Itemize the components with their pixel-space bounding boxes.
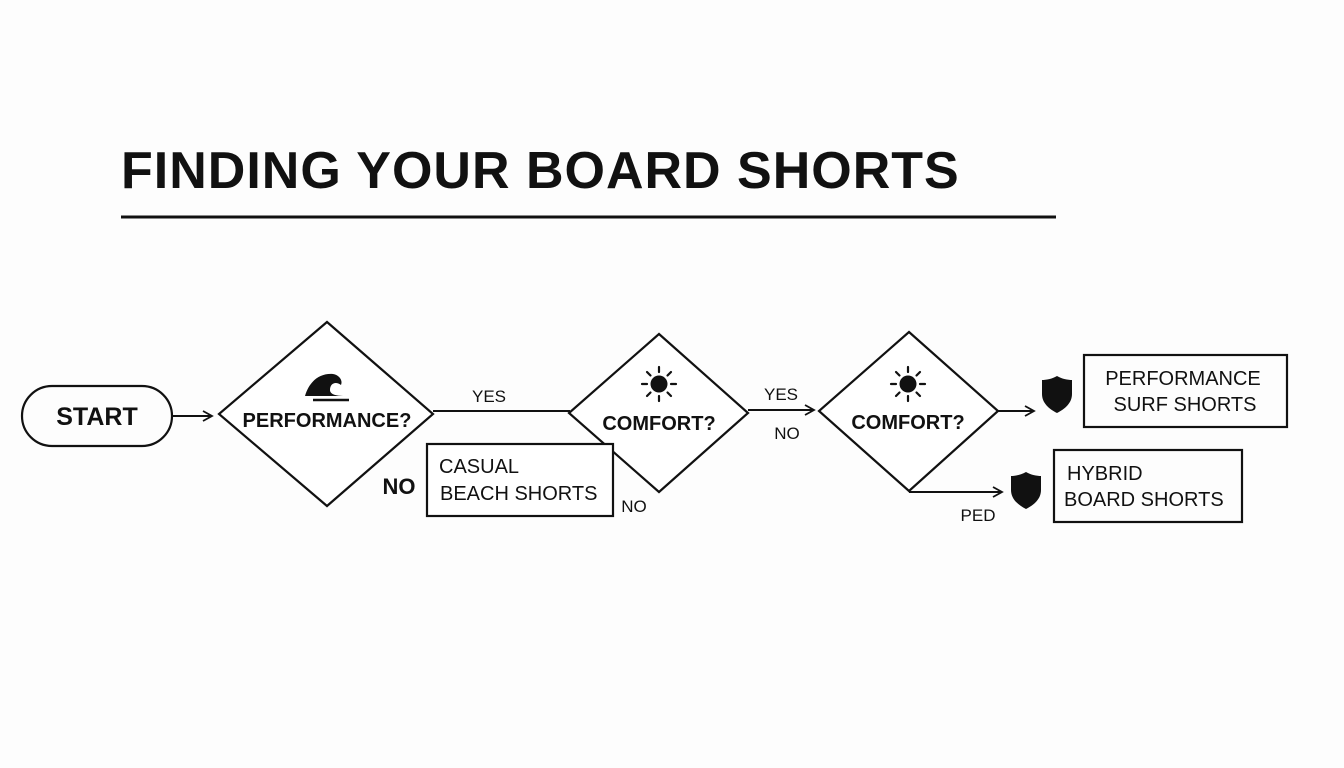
edge-no-label: NO bbox=[383, 474, 416, 499]
hybrid-label-line1: HYBRID bbox=[1067, 463, 1143, 485]
sun-icon bbox=[640, 365, 678, 403]
comfort-decision-2: COMFORT? bbox=[817, 330, 1000, 493]
perf-surf-label-line2: SURF SHORTS bbox=[1114, 394, 1257, 416]
casual-beach-shorts-box: CASUAL BEACH SHORTS bbox=[425, 442, 615, 518]
hybrid-board-shorts-box: HYBRID BOARD SHORTS bbox=[1052, 448, 1244, 524]
comfort-label-2: COMFORT? bbox=[851, 412, 964, 434]
edge-no-right-label: NO bbox=[774, 424, 800, 443]
performance-decision: PERFORMANCE? bbox=[217, 320, 435, 508]
comfort-label-1: COMFORT? bbox=[602, 413, 715, 435]
wave-icon bbox=[305, 373, 349, 402]
comfort-decision-1: COMFORT? bbox=[567, 332, 750, 494]
edge-yes-label: YES bbox=[472, 387, 506, 406]
perf-surf-label-line1: PERFORMANCE bbox=[1105, 368, 1261, 390]
shield-icon bbox=[1011, 472, 1041, 509]
casual-label-line2: BEACH SHORTS bbox=[440, 483, 597, 505]
start-label: START bbox=[56, 403, 137, 431]
edge-yes-label-2: YES bbox=[764, 385, 798, 404]
page-title: FINDING YOUR BOARD SHORTS bbox=[121, 142, 960, 200]
edge-ped-label: PED bbox=[961, 506, 996, 525]
casual-label-line1: CASUAL bbox=[439, 456, 519, 478]
performance-label: PERFORMANCE? bbox=[243, 410, 412, 432]
performance-surf-shorts-box: PERFORMANCE SURF SHORTS bbox=[1082, 353, 1289, 429]
shield-icon bbox=[1042, 376, 1072, 413]
start-node: START bbox=[20, 384, 174, 448]
sun-icon bbox=[889, 365, 927, 403]
edge-no-bottom-label: NO bbox=[621, 497, 647, 516]
hybrid-label-line2: BOARD SHORTS bbox=[1064, 489, 1224, 511]
